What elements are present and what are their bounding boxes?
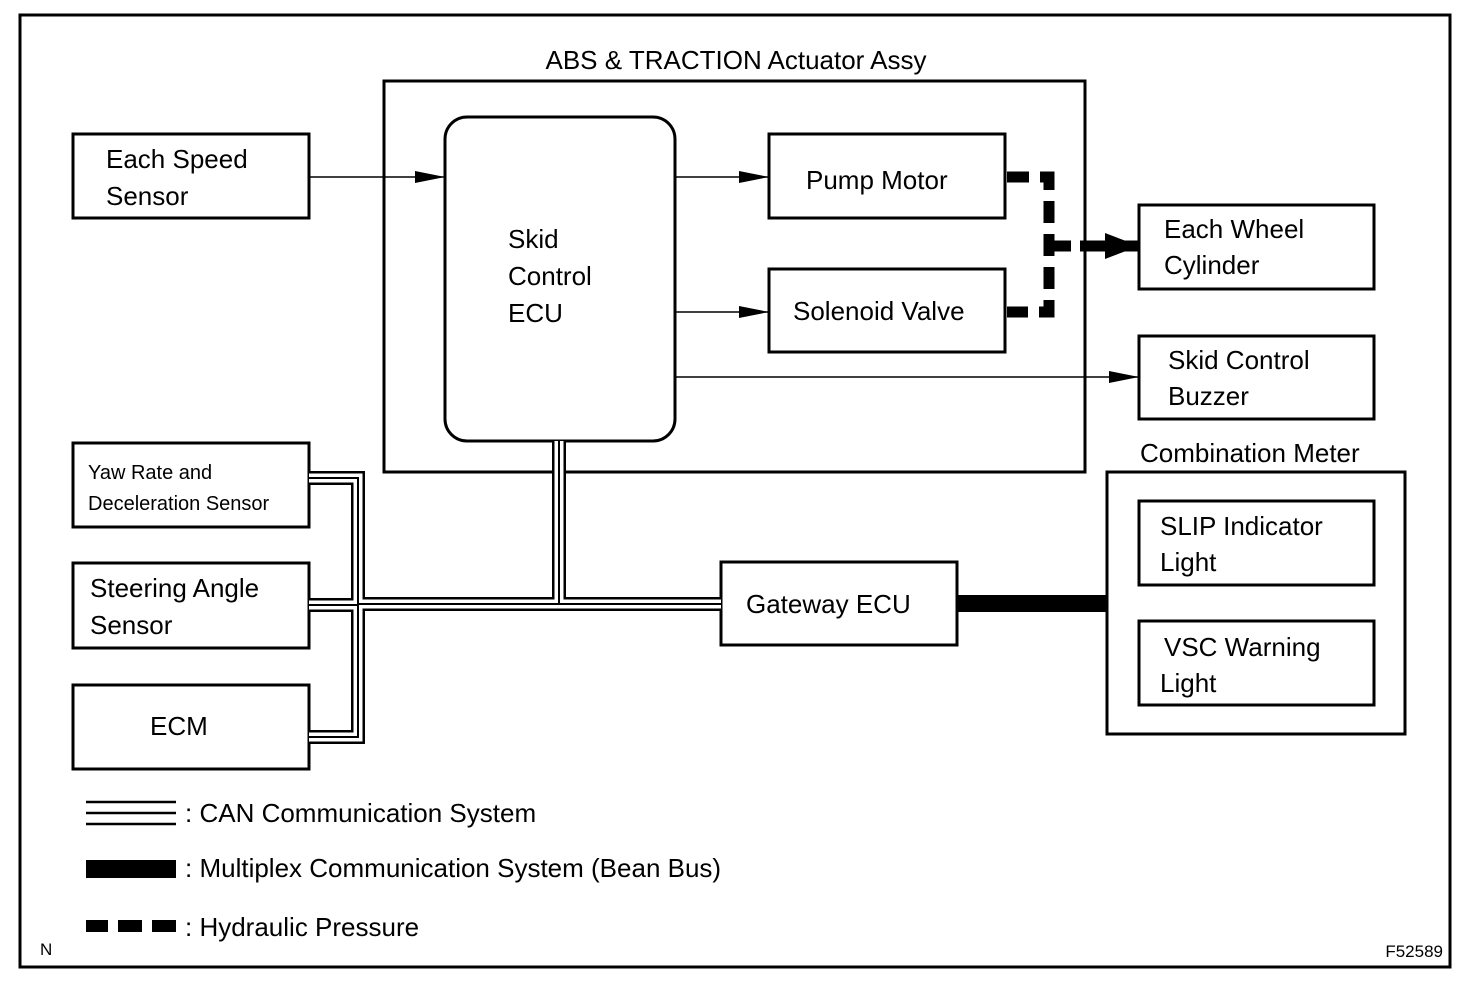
combination-meter-title: Combination Meter	[1140, 438, 1360, 468]
pump-motor-box: Pump Motor	[767, 132, 1007, 220]
gateway-ecu-label: Gateway ECU	[746, 589, 911, 619]
yaw-rate-sensor-box: Yaw Rate and Deceleration Sensor	[71, 441, 311, 529]
steering-angle-sensor-box: Steering Angle Sensor	[71, 561, 311, 650]
yaw-sensor-label-1: Yaw Rate and	[88, 462, 212, 484]
legend-multiplex-label: : Multiplex Communication System (Bean B…	[185, 853, 721, 883]
legend-can-label: : CAN Communication System	[185, 798, 536, 828]
vsc-warning-label-2: Light	[1160, 668, 1217, 698]
steering-sensor-label-1: Steering Angle	[90, 573, 259, 603]
skid-control-ecu-box: Skid Control ECU	[443, 115, 677, 443]
wheel-cylinder-label-1: Each Wheel	[1164, 214, 1304, 244]
speed-sensor-label-2: Sensor	[106, 181, 189, 211]
skid-ecu-label-2: Control	[508, 261, 592, 291]
actuator-assy-box	[382, 79, 1087, 474]
ecm-label: ECM	[150, 711, 208, 741]
outer-frame	[18, 13, 1452, 969]
actuator-title: ABS & TRACTION Actuator Assy	[546, 45, 927, 75]
vsc-warning-label-1: VSC Warning	[1164, 632, 1321, 662]
speed-sensor-box: Each Speed Sensor	[71, 132, 311, 220]
buzzer-label-1: Skid Control	[1168, 345, 1310, 375]
solenoid-valve-box: Solenoid Valve	[767, 267, 1007, 354]
slip-indicator-label-1: SLIP Indicator	[1160, 511, 1323, 541]
buzzer-box: Skid Control Buzzer	[1137, 334, 1376, 421]
figure-code: F52589	[1385, 942, 1443, 961]
gateway-ecu-box: Gateway ECU	[719, 560, 959, 647]
hydraulic-pressure-lines	[1007, 171, 1139, 318]
legend-hydraulic-label: : Hydraulic Pressure	[185, 912, 419, 942]
skid-ecu-label-1: Skid	[508, 224, 559, 254]
solenoid-valve-label: Solenoid Valve	[793, 296, 965, 326]
speed-sensor-label-1: Each Speed	[106, 144, 248, 174]
yaw-sensor-label-2: Deceleration Sensor	[88, 493, 270, 515]
can-bus-lines	[309, 441, 721, 744]
legend-multiplex-swatch	[86, 860, 176, 878]
buzzer-label-2: Buzzer	[1168, 381, 1249, 411]
steering-sensor-label-2: Sensor	[90, 610, 173, 640]
skid-ecu-label-3: ECU	[508, 298, 563, 328]
vsc-warning-box: VSC Warning Light	[1137, 619, 1376, 707]
corner-code-left: N	[40, 940, 52, 959]
legend-can-swatch	[86, 800, 176, 826]
slip-indicator-box: SLIP Indicator Light	[1137, 499, 1376, 587]
wheel-cylinder-label-2: Cylinder	[1164, 250, 1260, 280]
wheel-cylinder-box: Each Wheel Cylinder	[1137, 203, 1376, 291]
slip-indicator-label-2: Light	[1160, 547, 1217, 577]
pump-motor-label: Pump Motor	[806, 165, 948, 195]
bean-bus-line	[957, 595, 1107, 612]
legend-hydraulic-swatch	[86, 920, 176, 932]
ecm-box: ECM	[71, 683, 311, 771]
legend: : CAN Communication System : Multiplex C…	[86, 798, 721, 942]
